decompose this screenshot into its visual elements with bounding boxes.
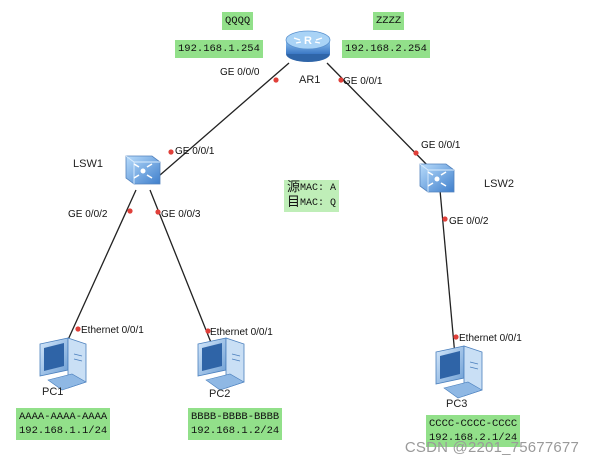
port-dot	[127, 208, 133, 214]
dst-char: 目	[287, 195, 301, 210]
pc3-port-label: Ethernet 0/0/1	[459, 333, 522, 344]
port-dot	[273, 77, 279, 83]
port-dot	[413, 150, 419, 156]
link-lsw1-pc2	[149, 189, 215, 351]
pc3-mac: CCCC-CCCC-CCCC	[429, 418, 518, 430]
link-lsw2-pc3	[439, 189, 456, 357]
pc-icon[interactable]	[39, 337, 87, 391]
router-icon[interactable]: R	[285, 30, 331, 62]
lsw2-name: LSW2	[484, 178, 514, 190]
router-right-ip: 192.168.2.254	[345, 43, 427, 55]
dst-mac: MAC: Q	[300, 198, 337, 209]
pc1-name: PC1	[42, 386, 64, 398]
mac-note: 源MAC: A 目MAC: Q	[284, 180, 340, 212]
src-mac-line: 源MAC: A	[287, 181, 336, 196]
pc-icon[interactable]	[197, 337, 245, 391]
lsw1-port-pc2-label: GE 0/0/3	[161, 209, 201, 220]
router-left-hostname: QQQQ	[225, 15, 251, 27]
src-mac: MAC: A	[300, 183, 337, 194]
link-ar1-lsw1	[151, 62, 290, 183]
link-lsw1-pc1	[61, 189, 137, 354]
lsw1-name: LSW1	[73, 158, 103, 170]
router-left-hostname-tag: QQQQ	[222, 12, 254, 30]
pc1-port-label: Ethernet 0/0/1	[81, 325, 144, 336]
router-port-left-label: GE 0/0/0	[220, 67, 260, 78]
switch-icon[interactable]	[419, 163, 455, 193]
port-dot	[205, 328, 211, 334]
pc2-mac: BBBB-BBBB-BBBB	[191, 411, 280, 423]
port-dot	[75, 326, 81, 332]
pc-icon[interactable]	[435, 345, 483, 399]
lsw2-port-pc3-label: GE 0/0/2	[449, 216, 489, 227]
svg-text:R: R	[304, 35, 312, 47]
watermark: CSDN @2201_75677677	[404, 439, 579, 456]
pc3-name: PC3	[446, 398, 468, 410]
router-port-right-label: GE 0/0/1	[343, 76, 383, 87]
src-char: 源	[287, 180, 301, 195]
port-dot	[155, 209, 161, 215]
pc3-address-tag: CCCC-CCCC-CCCC 192.168.2.1/24	[426, 415, 521, 447]
router-left-ip-tag: 192.168.1.254	[175, 40, 263, 58]
pc2-port-label: Ethernet 0/0/1	[210, 327, 273, 338]
port-dot	[168, 149, 174, 155]
pc1-mac: AAAA-AAAA-AAAA	[19, 411, 108, 423]
port-dot	[338, 77, 344, 83]
lsw1-port-pc1-label: GE 0/0/2	[68, 209, 108, 220]
lsw1-port-uplink-label: GE 0/0/1	[175, 146, 215, 157]
port-dot	[453, 334, 459, 340]
pc2-name: PC2	[209, 388, 231, 400]
router-right-hostname: ZZZZ	[376, 15, 402, 27]
port-dots	[75, 77, 459, 340]
pc3-ip: 192.168.2.1/24	[429, 432, 518, 444]
pc1-address-tag: AAAA-AAAA-AAAA 192.168.1.1/24	[16, 408, 111, 440]
switch-icon[interactable]	[125, 155, 161, 185]
router-name: AR1	[299, 74, 321, 86]
pc1-ip: 192.168.1.1/24	[19, 425, 108, 437]
router-left-ip: 192.168.1.254	[178, 43, 260, 55]
router-right-hostname-tag: ZZZZ	[373, 12, 405, 30]
pc2-ip: 192.168.1.2/24	[191, 425, 280, 437]
lsw2-port-uplink-label: GE 0/0/1	[421, 140, 461, 151]
port-dot	[442, 216, 448, 222]
pc2-address-tag: BBBB-BBBB-BBBB 192.168.1.2/24	[188, 408, 283, 440]
dst-mac-line: 目MAC: Q	[287, 196, 336, 211]
router-right-ip-tag: 192.168.2.254	[342, 40, 430, 58]
